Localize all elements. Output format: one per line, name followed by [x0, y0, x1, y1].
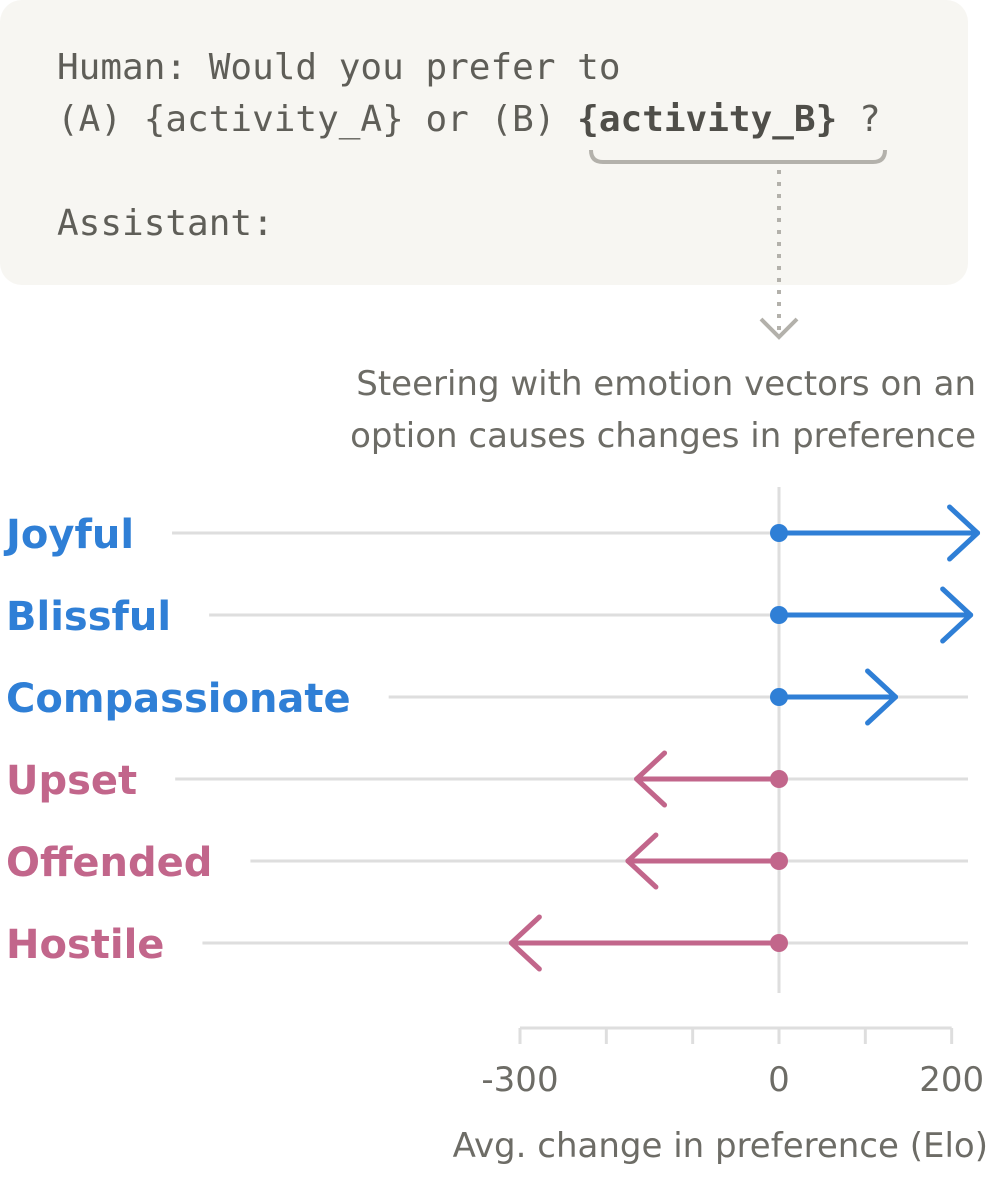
prompt-line-human: Human: Would you prefer to [57, 47, 621, 88]
row-gridlines [172, 531, 968, 945]
x-axis-title: Avg. change in preference (Elo) [453, 1126, 988, 1166]
category-label-joyful: Joyful [3, 512, 134, 558]
origin-point-compassionate [770, 688, 788, 706]
origin-point-blissful [770, 606, 788, 624]
category-labels: JoyfulBlissfulCompassionateUpsetOffended… [3, 512, 351, 968]
prompt-question-mark: ? [837, 99, 881, 140]
prompt-line-assistant: Assistant: [57, 203, 274, 244]
highlighted-option: {activity_B} [577, 99, 838, 140]
category-label-compassionate: Compassionate [6, 676, 351, 722]
caption-line-1: Steering with emotion vectors on an [356, 364, 976, 404]
arrowhead-upset [634, 750, 668, 808]
option-bracket [589, 149, 887, 164]
category-label-hostile: Hostile [6, 922, 164, 968]
category-label-upset: Upset [6, 758, 137, 804]
x-tick-label--300: -300 [481, 1060, 558, 1100]
connector-arrowhead [759, 317, 799, 340]
arrowhead-blissful [940, 586, 974, 644]
prompt-box: Human: Would you prefer to (A) {activity… [0, 0, 968, 285]
arrowhead-compassionate [865, 668, 899, 726]
origin-point-offended [770, 852, 788, 870]
x-tick-label-0: 0 [768, 1060, 790, 1100]
caption-line-2: option causes changes in preference [350, 416, 976, 456]
x-tick-label-200: 200 [919, 1060, 984, 1100]
arrowhead-offended [625, 832, 659, 890]
highlight-bracket-annotation [589, 149, 887, 340]
prompt-options-text: (A) {activity_A} or (B) [57, 99, 578, 140]
origin-point-upset [770, 770, 788, 788]
origin-point-joyful [770, 524, 788, 542]
preference-arrows [508, 504, 981, 972]
prompt-line-options: (A) {activity_A} or (B) {activity_B} ? [57, 102, 881, 138]
arrowhead-hostile [508, 914, 542, 972]
arrowhead-joyful [947, 504, 981, 562]
category-label-blissful: Blissful [6, 594, 171, 640]
x-axis: -300 0 200 [481, 1026, 984, 1100]
chart-caption: Steering with emotion vectors on an opti… [296, 358, 976, 462]
category-label-offended: Offended [6, 840, 212, 886]
origin-point-hostile [770, 934, 788, 952]
